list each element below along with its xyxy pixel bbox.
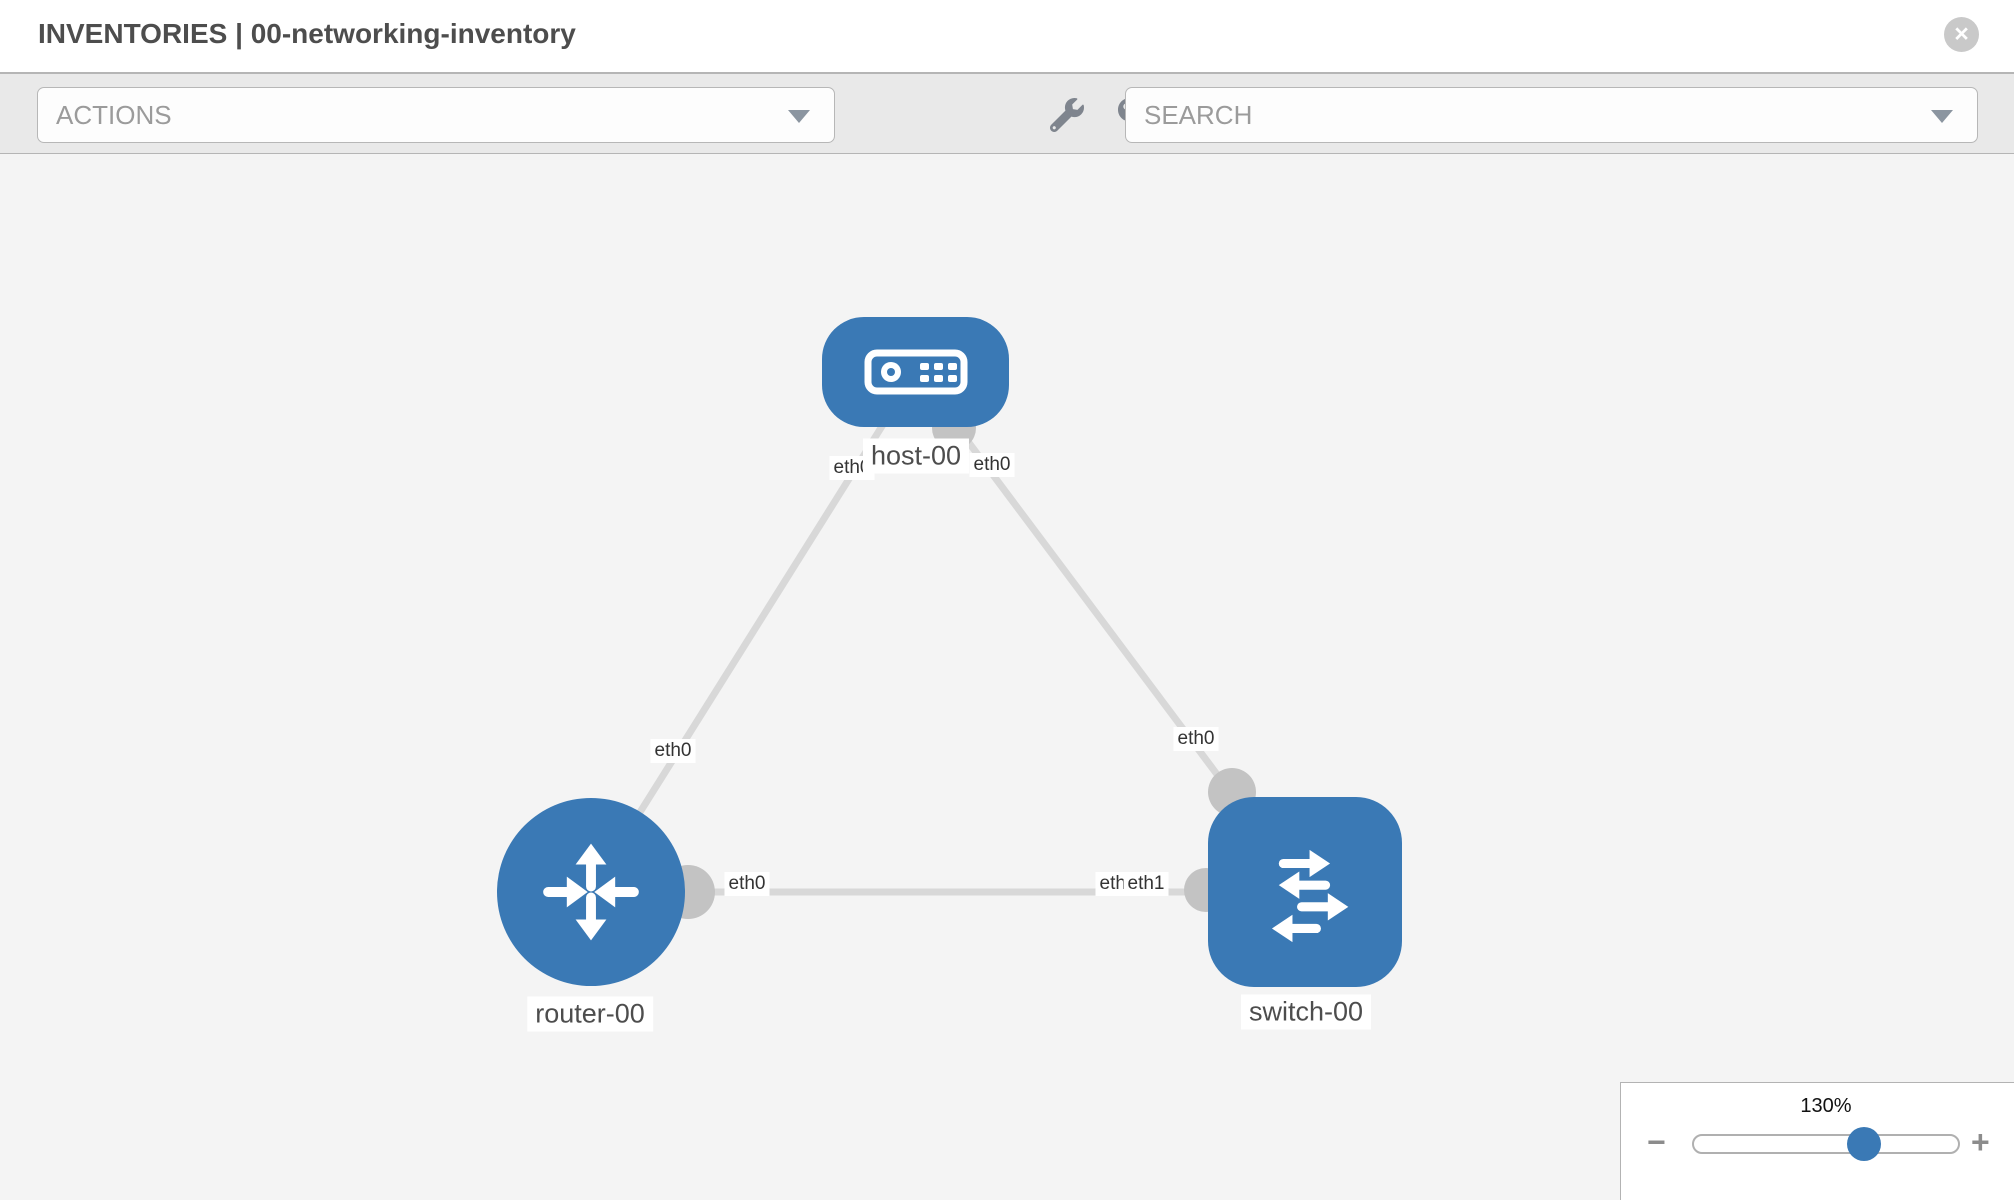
wrench-button[interactable] (1043, 91, 1091, 139)
search-dropdown-label: SEARCH (1144, 100, 1253, 130)
node-label-router-00: router-00 (527, 996, 653, 1032)
chevron-down-icon (1931, 110, 1953, 123)
page-title: INVENTORIES | 00-networking-inventory (38, 18, 576, 49)
topology-canvas[interactable]: host-00 router-00 switch-00 eth0 eth0 et… (0, 154, 2014, 1200)
header: INVENTORIES | 00-networking-inventory × (0, 0, 2014, 72)
actions-dropdown[interactable]: ACTIONS (37, 87, 835, 143)
interface-label-host-eth0-left: eth0 (829, 456, 875, 480)
router-arrows-icon (543, 843, 639, 941)
switch-arrows-icon (1271, 849, 1349, 943)
search-dropdown[interactable]: SEARCH (1125, 87, 1978, 143)
interface-label-router-eth0-uplink: eth0 (650, 739, 696, 763)
server-icon (864, 349, 967, 395)
node-router-00[interactable] (497, 798, 685, 986)
zoom-out-button[interactable]: − (1647, 1124, 1666, 1160)
interface-label-switch-eth0-uplink: eth0 (1173, 727, 1219, 751)
toolbar: ACTIONS SEARCH (0, 72, 2014, 155)
zoom-slider-thumb[interactable] (1847, 1127, 1881, 1161)
interface-label-switch-eth1: eth1 (1123, 872, 1169, 896)
node-host-00[interactable] (822, 317, 1009, 427)
actions-dropdown-label: ACTIONS (56, 100, 172, 130)
chevron-down-icon (788, 110, 810, 123)
zoom-panel: 130% − + (1620, 1082, 2014, 1200)
node-switch-00[interactable] (1208, 797, 1402, 987)
interface-label-router-eth0: eth0 (724, 872, 770, 896)
close-icon[interactable]: × (1944, 17, 1979, 52)
zoom-level-value: 130% (1800, 1095, 1852, 1117)
zoom-slider-track[interactable] (1692, 1134, 1960, 1154)
wrench-icon (1050, 98, 1084, 132)
zoom-in-button[interactable]: + (1971, 1124, 1990, 1160)
interface-label-host-eth0-right: eth0 (969, 453, 1015, 477)
node-label-switch-00: switch-00 (1240, 994, 1372, 1030)
node-label-host-00: host-00 (862, 438, 970, 474)
